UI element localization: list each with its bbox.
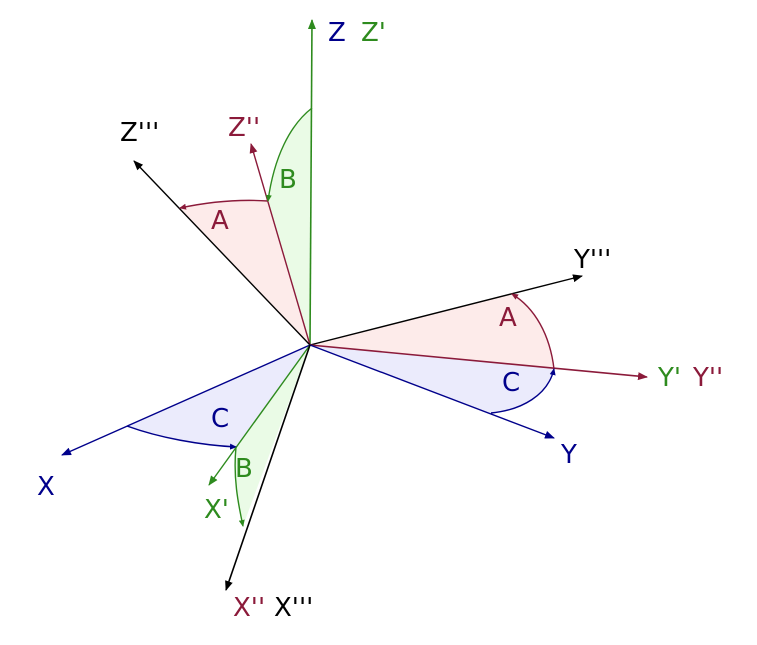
y-double-prime-axis [309, 344, 648, 381]
angle-c-left-sector [127, 345, 310, 447]
z-triple-prime-axis [133, 160, 311, 346]
angle-c-right-arc [490, 368, 556, 414]
angle-b-upper-arc [265, 107, 313, 202]
label-x-double-prime: X'' [233, 593, 265, 623]
label-z-triple-prime: Z''' [120, 118, 159, 148]
x-axis [61, 344, 311, 456]
angle-c-right-sector [310, 345, 554, 413]
label-y: Y [560, 440, 577, 470]
angle-a-right-arc [511, 293, 555, 370]
angle-a-upper-arc [179, 199, 269, 210]
angle-label-c-left: C [211, 404, 229, 434]
label-y-triple-prime: Y''' [573, 245, 611, 275]
z-axis [307, 19, 316, 346]
label-z-prime: Z' [361, 18, 386, 48]
x-prime-axis [208, 344, 311, 486]
y-axis [309, 344, 555, 439]
angle-label-c-right: C [502, 368, 520, 398]
angle-label-b-upper: B [279, 165, 297, 195]
angle-label-a-right: A [499, 303, 517, 333]
angle-b-lower-arc [234, 446, 245, 527]
label-x-prime: X' [204, 495, 229, 525]
label-y-prime: Y' [657, 363, 681, 393]
z-double-prime-axis [249, 143, 311, 346]
angle-label-a-upper: A [211, 206, 229, 236]
label-x: X [37, 472, 55, 502]
label-z: Z [328, 18, 346, 48]
angle-b-upper-sector [268, 108, 312, 345]
y-triple-prime-axis [309, 274, 583, 346]
angle-c-left-arc [126, 425, 237, 450]
angle-b-lower-sector [235, 345, 310, 526]
label-x-triple-prime: X''' [274, 593, 313, 623]
label-y-double-prime: Y'' [692, 363, 723, 393]
label-z-double-prime: Z'' [228, 113, 260, 143]
angle-label-b-lower: B [235, 454, 253, 484]
x-double-prime-axis [225, 344, 311, 591]
